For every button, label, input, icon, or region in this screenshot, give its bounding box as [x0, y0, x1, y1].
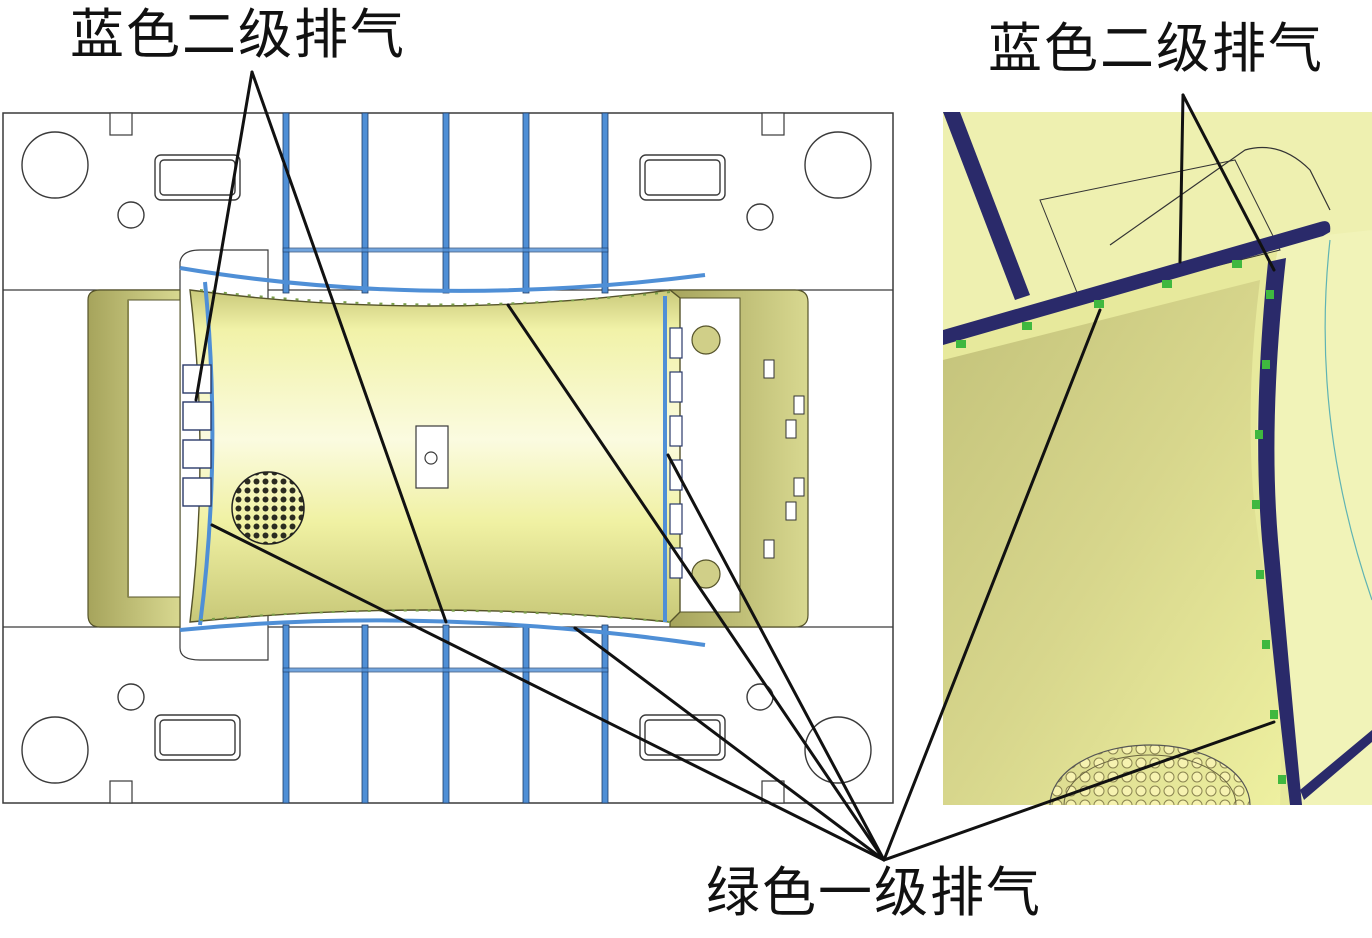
corner-detail-view [943, 112, 1372, 805]
blue-secondary-vent-label-right: 蓝色二级排气 [988, 17, 1324, 80]
navy-vent-upper [943, 221, 1331, 345]
navy-vent-curve [1258, 258, 1302, 805]
leader-lines [194, 70, 1276, 862]
center-insert-hole [424, 451, 438, 465]
mold-plan-view [2, 112, 894, 804]
part-right-end [669, 289, 809, 628]
vent-insert-disc [231, 471, 305, 545]
plate-notches [109, 112, 785, 804]
part-left-end [87, 289, 181, 628]
right-slider-windows [669, 327, 683, 579]
perforated-insert [1049, 744, 1251, 805]
blue-vent-curves [179, 266, 706, 647]
navy-vent-lower [1300, 730, 1372, 800]
green-vent-marks [956, 260, 1286, 784]
blue-vent-channels [282, 112, 609, 804]
slot-pockets [154, 154, 726, 761]
green-primary-vent-label: 绿色一级排气 [706, 861, 1042, 924]
blue-secondary-vent-label-left: 蓝色二级排气 [70, 3, 406, 66]
navy-vent-diagonal [943, 112, 1030, 300]
left-slider-windows [182, 364, 212, 507]
